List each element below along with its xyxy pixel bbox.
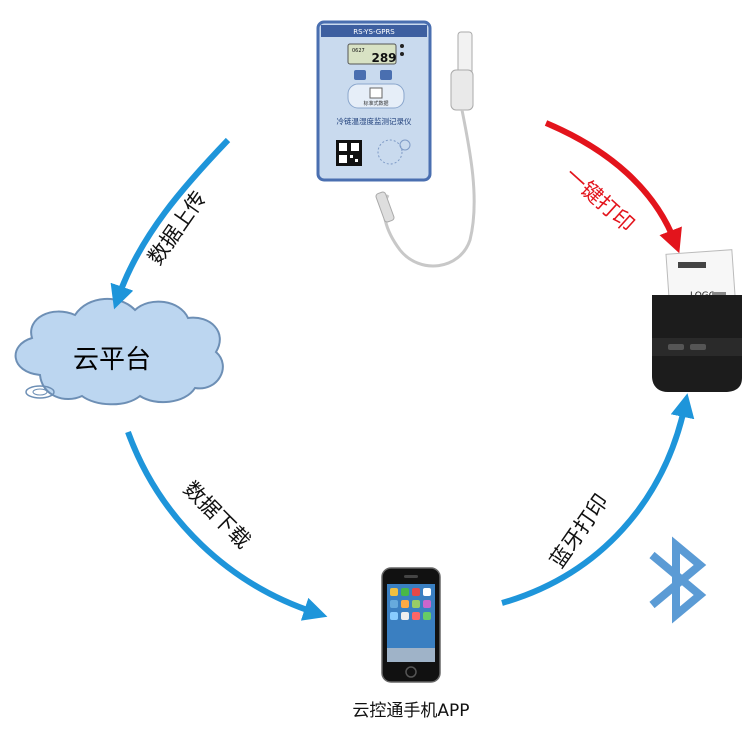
device-screen-value: 289 bbox=[371, 51, 396, 65]
one-click-print-arrow bbox=[544, 120, 682, 254]
cloud-icon bbox=[14, 297, 224, 406]
data-logger-device: RS-YS-GPRS 0627 289 标准式数据 冷链温湿度监测记录仪 bbox=[316, 20, 432, 182]
printer-icon: LOGO bbox=[652, 249, 742, 392]
cloud-label: 云平台 bbox=[73, 345, 151, 375]
bluetooth-print-arrow bbox=[501, 393, 695, 606]
smartphone-icon bbox=[381, 567, 441, 683]
download-label: 数据下载 bbox=[179, 477, 255, 553]
device-title: 冷链温湿度监测记录仪 bbox=[337, 116, 412, 126]
bluetooth-icon bbox=[649, 536, 707, 624]
device-model: RS-YS-GPRS bbox=[353, 28, 395, 36]
phone-app-label: 云控通手机APP bbox=[352, 701, 469, 721]
bluetooth-print-label: 蓝牙打印 bbox=[545, 490, 613, 573]
sensor-probe bbox=[375, 31, 476, 268]
download-arrow bbox=[125, 430, 328, 621]
device-caption: 标准式数据 bbox=[363, 100, 388, 107]
upload-arrow bbox=[110, 137, 231, 310]
device-screen-small: 0627 bbox=[352, 48, 365, 54]
